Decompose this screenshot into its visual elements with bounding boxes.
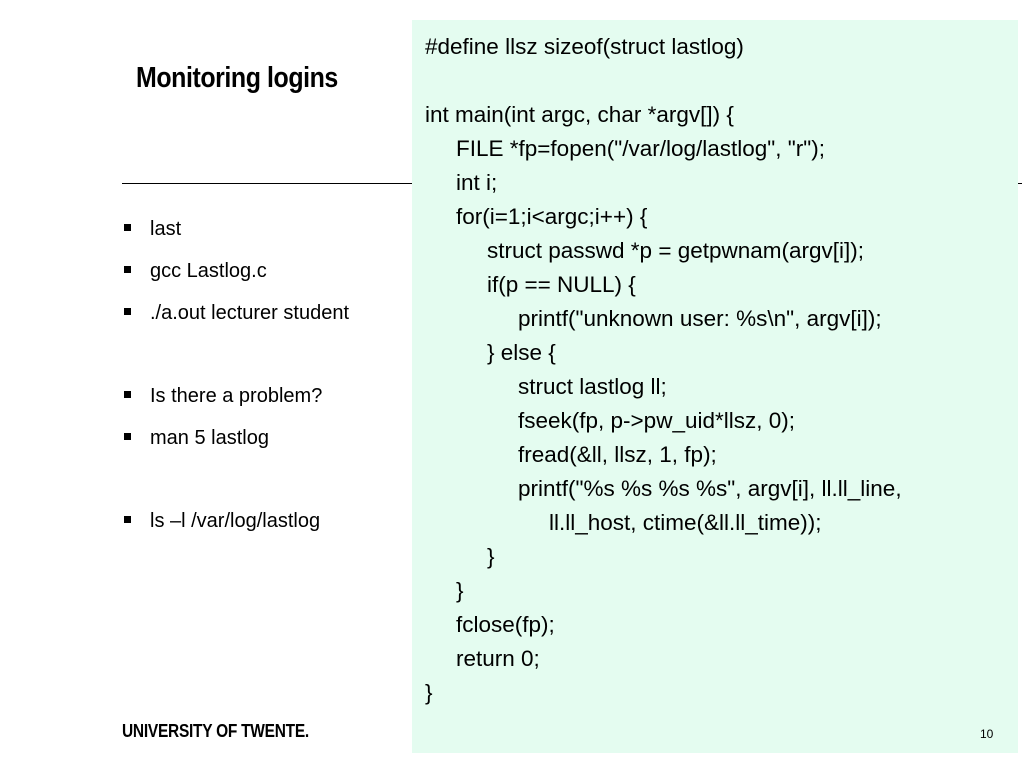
slide-title: Monitoring logins bbox=[136, 62, 338, 94]
bullet-item: last bbox=[124, 217, 181, 241]
bullet-item: man 5 lastlog bbox=[124, 426, 269, 450]
code-line: printf("unknown user: %s\n", argv[i]); bbox=[518, 306, 882, 331]
code-line: fread(&ll, llsz, 1, fp); bbox=[518, 442, 717, 467]
bullet-square-icon bbox=[124, 266, 131, 274]
bullet-text: gcc Lastlog.c bbox=[150, 260, 267, 282]
code-line: ll.ll_host, ctime(&ll.ll_time)); bbox=[549, 510, 822, 535]
bullet-text: Is there a problem? bbox=[150, 385, 323, 407]
code-panel: #define llsz sizeof(struct lastlog) int … bbox=[412, 20, 1018, 753]
code-line: fseek(fp, p->pw_uid*llsz, 0); bbox=[518, 408, 795, 433]
code-line: if(p == NULL) { bbox=[487, 272, 636, 297]
bullet-item: gcc Lastlog.c bbox=[124, 259, 267, 283]
bullet-item: ls –l /var/log/lastlog bbox=[124, 509, 320, 533]
code-line: } bbox=[456, 578, 464, 603]
page-number: 10 bbox=[980, 727, 994, 741]
code-line: for(i=1;i<argc;i++) { bbox=[456, 204, 648, 229]
bullet-text: ./a.out lecturer student bbox=[150, 302, 350, 324]
code-line: } bbox=[487, 544, 495, 569]
code-line: FILE *fp=fopen("/var/log/lastlog", "r"); bbox=[456, 136, 825, 161]
code-line: return 0; bbox=[456, 646, 540, 671]
university-logo: UNIVERSITY OF TWENTE. bbox=[122, 721, 309, 741]
bullet-item: Is there a problem? bbox=[124, 384, 322, 408]
code-line: #define llsz sizeof(struct lastlog) bbox=[425, 34, 744, 59]
code-line: int main(int argc, char *argv[]) { bbox=[425, 102, 734, 127]
code-line: struct passwd *p = getpwnam(argv[i]); bbox=[487, 238, 865, 263]
bullet-square-icon bbox=[124, 224, 131, 232]
bullet-text: ls –l /var/log/lastlog bbox=[150, 510, 321, 532]
bullet-list: last gcc Lastlog.c ./a.out lecturer stud… bbox=[0, 0, 410, 600]
bullet-square-icon bbox=[124, 308, 131, 316]
code-line: struct lastlog ll; bbox=[518, 374, 667, 399]
bullet-square-icon bbox=[124, 433, 131, 441]
bullet-item: ./a.out lecturer student bbox=[124, 301, 349, 325]
code-line: } bbox=[425, 680, 433, 705]
bullet-square-icon bbox=[124, 391, 131, 399]
bullet-text: man 5 lastlog bbox=[150, 427, 269, 449]
code-line: int i; bbox=[456, 170, 498, 195]
code-line: printf("%s %s %s %s", argv[i], ll.ll_lin… bbox=[518, 476, 902, 501]
bullet-text: last bbox=[150, 218, 182, 240]
code-line: fclose(fp); bbox=[456, 612, 555, 637]
bullet-square-icon bbox=[124, 516, 131, 524]
code-line: } else { bbox=[487, 340, 556, 365]
